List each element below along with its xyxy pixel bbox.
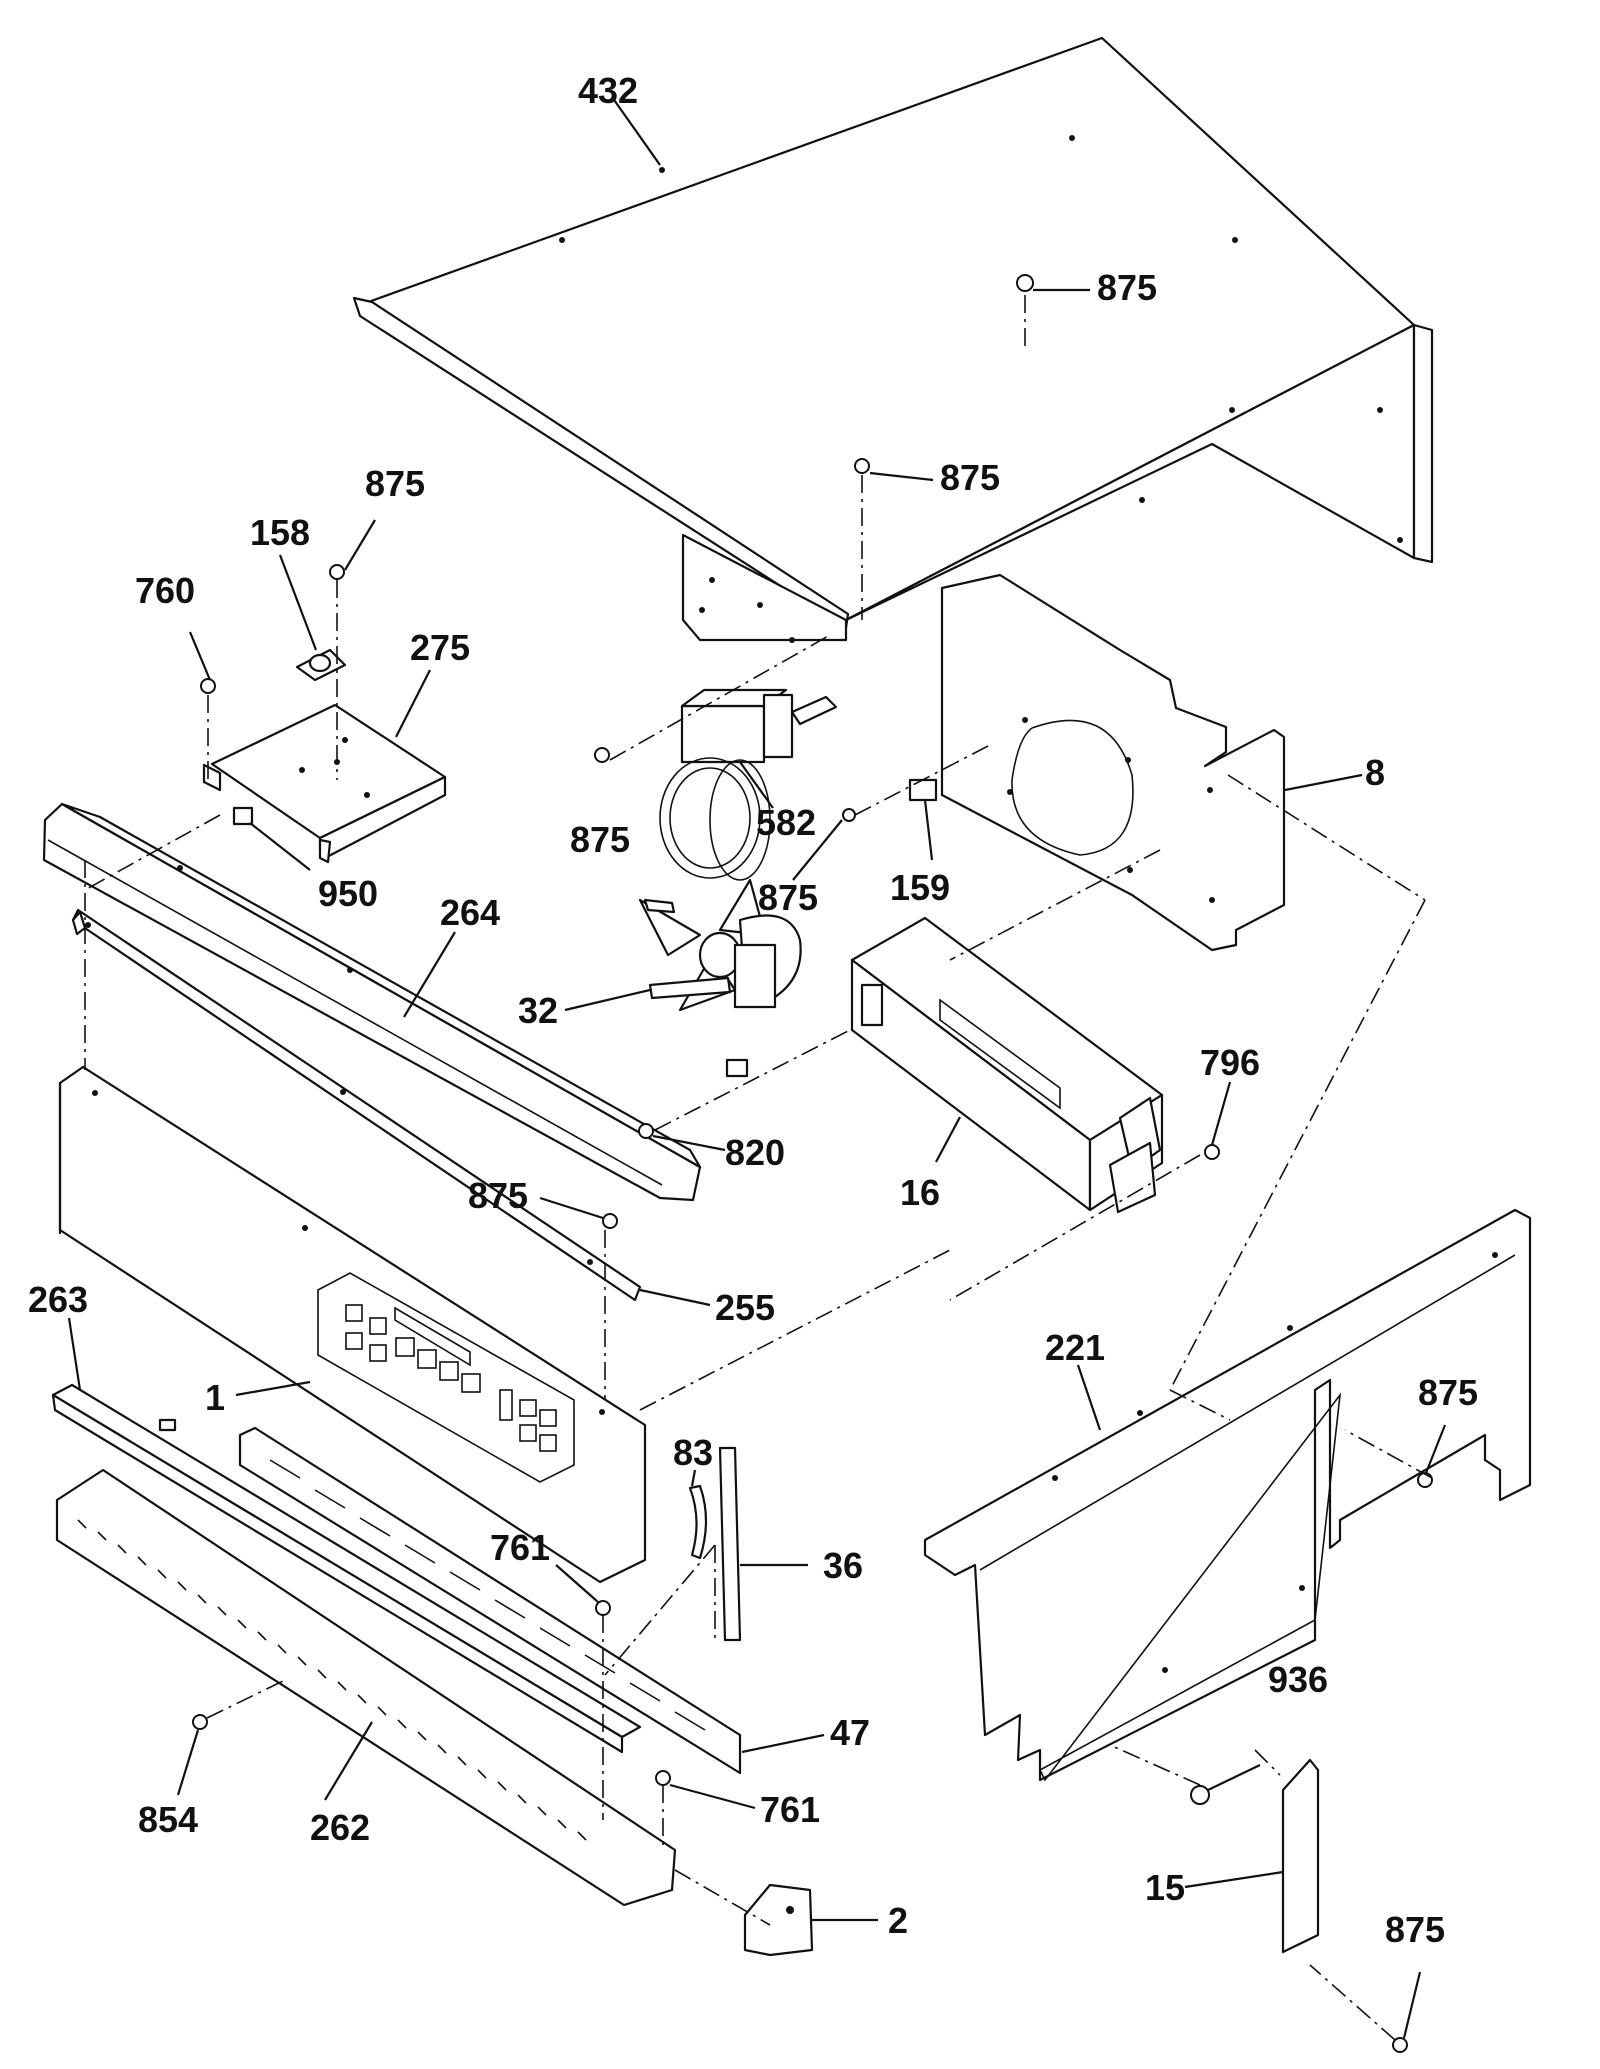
- label-83: 83: [673, 1432, 713, 1473]
- part-262-grille: [55, 1468, 677, 1907]
- label-875-c: 875: [365, 463, 425, 504]
- label-263: 263: [28, 1279, 88, 1320]
- label-582: 582: [756, 802, 816, 843]
- part-275-bracket: [202, 669, 447, 864]
- label-432: 432: [578, 70, 638, 111]
- label-761-b: 761: [760, 1789, 820, 1830]
- label-854: 854: [138, 1799, 198, 1840]
- label-255: 255: [715, 1287, 775, 1328]
- label-820: 820: [725, 1132, 785, 1173]
- label-275: 275: [410, 627, 470, 668]
- screws: [176, 274, 1447, 2053]
- part-47-vent-panel: [238, 1426, 825, 1775]
- part-36-strip: [718, 1446, 808, 1642]
- label-221: 221: [1045, 1327, 1105, 1368]
- label-159: 159: [890, 867, 950, 908]
- part-2-end-cap: [743, 1883, 878, 1957]
- part-1-control-panel: [58, 1065, 647, 1584]
- label-760: 760: [135, 570, 195, 611]
- part-159-sensor: [908, 778, 938, 861]
- label-16: 16: [900, 1172, 940, 1213]
- part-32-fan-motor: [564, 878, 802, 1078]
- part-16-control-board: [850, 916, 1164, 1214]
- label-47: 47: [830, 1712, 870, 1753]
- label-8: 8: [1365, 752, 1385, 793]
- part-432-top-panel: [352, 36, 1434, 643]
- label-875-f: 875: [468, 1175, 528, 1216]
- part-83-clip: [688, 1469, 708, 1560]
- label-875-h: 875: [1385, 1909, 1445, 1950]
- label-936: 936: [1268, 1659, 1328, 1700]
- label-875-b: 875: [940, 457, 1000, 498]
- part-950-clip: [232, 806, 311, 871]
- label-32: 32: [518, 990, 558, 1031]
- label-875-e: 875: [758, 877, 818, 918]
- part-264-trim: [42, 802, 702, 1202]
- label-2: 2: [888, 1900, 908, 1941]
- label-158: 158: [250, 512, 310, 553]
- label-875-a: 875: [1097, 267, 1157, 308]
- label-761-a: 761: [490, 1527, 550, 1568]
- label-875-g: 875: [1418, 1372, 1478, 1413]
- part-8-rear-plate: [940, 573, 1363, 952]
- label-875-d: 875: [570, 819, 630, 860]
- label-15: 15: [1145, 1867, 1185, 1908]
- callout-labels: 432 875 875 875 158 760 275 875 582 8 87…: [28, 70, 1478, 1950]
- assembly-lines: [84, 295, 1433, 2041]
- part-582-transformer: [659, 688, 838, 881]
- part-15-bracket: [1184, 1758, 1320, 1954]
- part-263-strip: [51, 1317, 642, 1754]
- part-221-side-panel: [923, 1208, 1532, 1782]
- label-262: 262: [310, 1807, 370, 1848]
- part-255-bar: [71, 908, 711, 1307]
- part-158-thermostat: [278, 554, 347, 682]
- label-950: 950: [318, 873, 378, 914]
- label-796: 796: [1200, 1042, 1260, 1083]
- label-264: 264: [440, 892, 500, 933]
- label-36: 36: [823, 1545, 863, 1586]
- label-1: 1: [205, 1377, 225, 1418]
